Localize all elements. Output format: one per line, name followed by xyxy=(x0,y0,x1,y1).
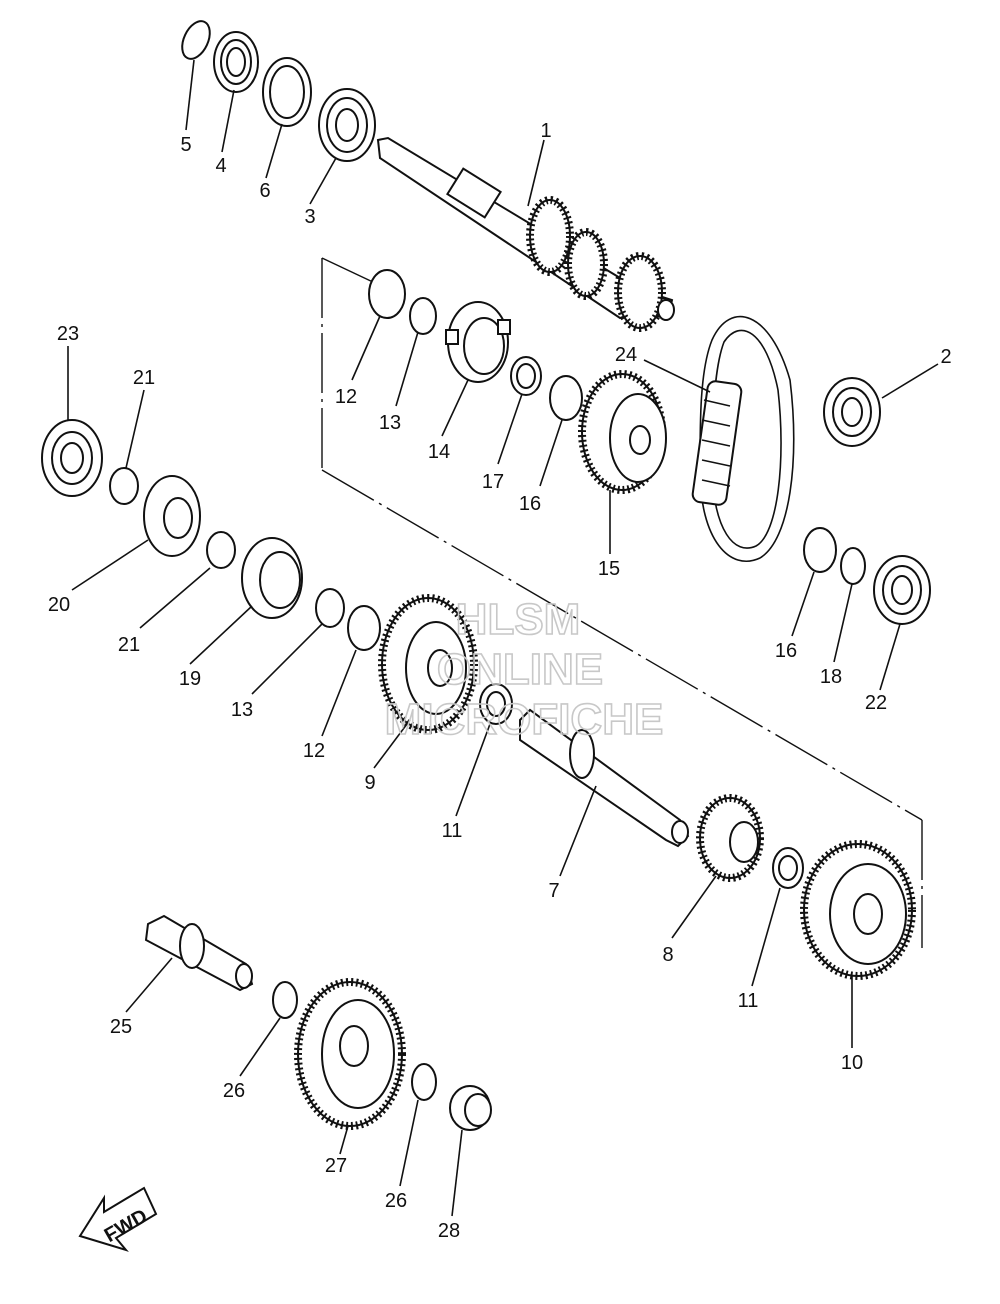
part-12-washer-upper[interactable] xyxy=(368,269,406,319)
callout-7: 7 xyxy=(548,880,559,902)
part-27-gear[interactable] xyxy=(294,978,406,1130)
part-18-circlip[interactable] xyxy=(840,547,866,585)
part-16-washer-upper[interactable] xyxy=(549,375,583,421)
part-11-needle-bearing-upper[interactable] xyxy=(479,683,513,725)
callout-15: 15 xyxy=(598,558,620,580)
callout-3: 3 xyxy=(304,206,315,228)
part-12-washer-lower[interactable] xyxy=(347,605,381,651)
watermark: HLSM ONLINE MICROFICHE xyxy=(384,594,664,745)
callout-5: 5 xyxy=(180,134,191,156)
callout-20: 20 xyxy=(48,594,70,616)
part-28-bushing[interactable] xyxy=(449,1085,492,1131)
part-24-chain[interactable] xyxy=(691,315,795,563)
part-19-sleeve[interactable] xyxy=(241,537,303,619)
callout-26-lower: 26 xyxy=(385,1190,407,1212)
callout-23: 23 xyxy=(57,323,79,345)
callout-10: 10 xyxy=(841,1052,863,1074)
part-21-circlip-right[interactable] xyxy=(206,531,236,569)
callout-14: 14 xyxy=(428,441,450,463)
callout-16-upper: 16 xyxy=(519,493,541,515)
part-16-washer-lower[interactable] xyxy=(803,527,837,573)
callout-labels: 5 4 6 3 1 2 24 12 13 14 17 16 15 23 21 2… xyxy=(48,120,952,1242)
part-8-gear[interactable] xyxy=(696,794,764,882)
part-15-sprocket-gear[interactable] xyxy=(578,370,667,494)
watermark-line-1: HLSM xyxy=(456,595,581,644)
part-26-circlip-upper[interactable] xyxy=(272,981,298,1019)
callout-21-lower: 21 xyxy=(118,634,140,656)
part-1-main-shaft[interactable] xyxy=(376,136,675,332)
callout-11-lower: 11 xyxy=(738,990,759,1012)
callout-25: 25 xyxy=(110,1016,132,1038)
part-6-oil-seal[interactable] xyxy=(262,57,312,127)
callout-13-upper: 13 xyxy=(379,412,401,434)
part-14-dog-clutch[interactable] xyxy=(445,301,511,383)
callout-4: 4 xyxy=(215,155,226,177)
part-26-circlip-lower[interactable] xyxy=(411,1063,437,1101)
assembly-frame xyxy=(321,257,923,948)
callout-28: 28 xyxy=(438,1220,460,1242)
callout-6: 6 xyxy=(259,180,270,202)
part-21-circlip-left[interactable] xyxy=(109,467,139,505)
callout-9: 9 xyxy=(364,772,375,794)
callout-13-lower: 13 xyxy=(231,699,253,721)
callout-1: 1 xyxy=(540,120,551,142)
part-4-bearing[interactable] xyxy=(213,31,259,93)
callout-22: 22 xyxy=(865,692,887,714)
part-17-needle-bearing[interactable] xyxy=(510,356,542,396)
callout-19: 19 xyxy=(179,668,201,690)
part-10-gear[interactable] xyxy=(800,840,916,980)
part-2-bearing[interactable] xyxy=(823,377,881,447)
leader-lines xyxy=(67,59,939,1217)
callout-11-upper: 11 xyxy=(442,820,463,842)
callout-8: 8 xyxy=(662,944,673,966)
part-11-needle-bearing-lower[interactable] xyxy=(772,847,804,889)
part-7-shaft[interactable] xyxy=(519,708,690,848)
callout-12-upper: 12 xyxy=(335,386,357,408)
part-5-o-ring[interactable] xyxy=(177,17,216,63)
callout-27: 27 xyxy=(325,1155,347,1177)
part-25-shaft[interactable] xyxy=(144,914,254,992)
callout-17: 17 xyxy=(482,471,504,493)
fwd-arrow-icon: FWD xyxy=(78,1186,158,1252)
watermark-line-2: ONLINE xyxy=(437,645,603,694)
callout-16-lower: 16 xyxy=(775,640,797,662)
callout-2: 2 xyxy=(940,346,951,368)
callout-24: 24 xyxy=(615,344,637,366)
watermark-line-3: MICROFICHE xyxy=(385,695,664,744)
callout-12-lower: 12 xyxy=(303,740,325,762)
part-22-bearing[interactable] xyxy=(873,555,931,625)
part-9-gear[interactable] xyxy=(378,594,478,734)
part-20-hub[interactable] xyxy=(143,475,201,557)
part-3-bearing[interactable] xyxy=(318,88,376,162)
part-13-circlip-lower[interactable] xyxy=(315,588,345,628)
callout-21-upper: 21 xyxy=(133,367,155,389)
part-23-bearing[interactable] xyxy=(41,419,103,497)
callout-18: 18 xyxy=(820,666,842,688)
part-13-circlip-upper[interactable] xyxy=(409,297,437,335)
callout-26-upper: 26 xyxy=(223,1080,245,1102)
